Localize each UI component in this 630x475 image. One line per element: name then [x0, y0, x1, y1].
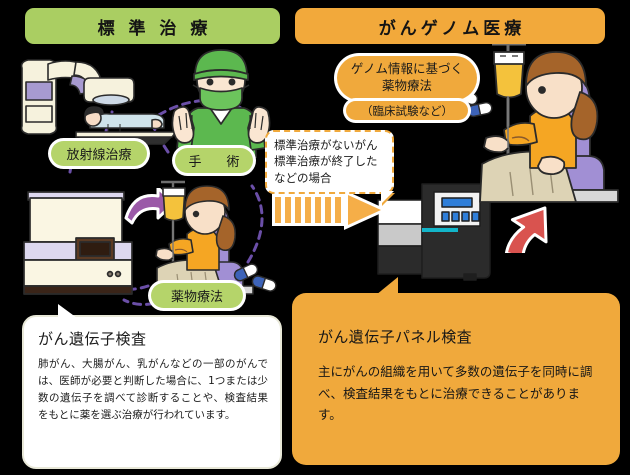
- process-flow-arrow: [272, 190, 388, 230]
- surgeon-illustration: [171, 49, 271, 158]
- callout-line-2: 標準治療が終了した: [274, 154, 378, 169]
- callout-tail: [381, 190, 394, 204]
- card-right-notch: [376, 277, 398, 295]
- label-genome-based-drug-therapy: ゲノム情報に基づく 薬物療法: [337, 56, 477, 100]
- label-clinical-trial: （臨床試験など）: [346, 101, 468, 120]
- card-cancer-gene-test: がん遺伝子検査 肺がん、大腸がん、乳がんなどの一部のがんでは、医師が必要と判断し…: [22, 304, 282, 469]
- red-curved-arrow: [504, 206, 548, 253]
- gene-sequencer-illustration: [377, 183, 491, 281]
- card-right-title: がん遺伝子パネル検査: [318, 328, 473, 346]
- label-drug-therapy: 薬物療法: [151, 283, 243, 308]
- card-left-body: 肺がん、大腸がん、乳がんなどの一部のがんでは、医師が必要と判断した場合に、1つま…: [38, 358, 268, 421]
- header-standard-treatment: 標 準 治 療: [25, 8, 280, 44]
- card-right-body: 主にがんの組織を用いて多数の遺伝子を同時に調べ、検査結果をもとに治療できることが…: [318, 364, 593, 422]
- capsule-pills-illustration: [233, 263, 277, 292]
- label-radiation-therapy: 放射線治療: [51, 141, 147, 166]
- card-left-notch: [58, 304, 77, 318]
- linear-accelerator-illustration: [20, 59, 177, 157]
- header-cancer-genome-medicine: がんゲノム医療: [295, 8, 605, 44]
- callout-line-1: 標準治療がないがん: [274, 138, 378, 152]
- label-surgery: 手 術: [175, 148, 253, 173]
- callout-box: 標準治療がないがん 標準治療が終了した などの場合: [265, 130, 394, 204]
- card-cancer-gene-panel-test: がん遺伝子パネル検査 主にがんの組織を用いて多数の遺伝子を同時に調べ、検査結果を…: [292, 277, 620, 465]
- label-genome-line-1: ゲノム情報に基づく: [350, 61, 464, 77]
- laboratory-analyzer-illustration: [23, 191, 133, 295]
- label-genome-line-2: 薬物療法: [381, 78, 432, 93]
- genome-therapy-patient-illustration: [479, 42, 619, 203]
- card-left-title: がん遺伝子検査: [38, 330, 147, 348]
- callout-line-3: などの場合: [274, 170, 332, 185]
